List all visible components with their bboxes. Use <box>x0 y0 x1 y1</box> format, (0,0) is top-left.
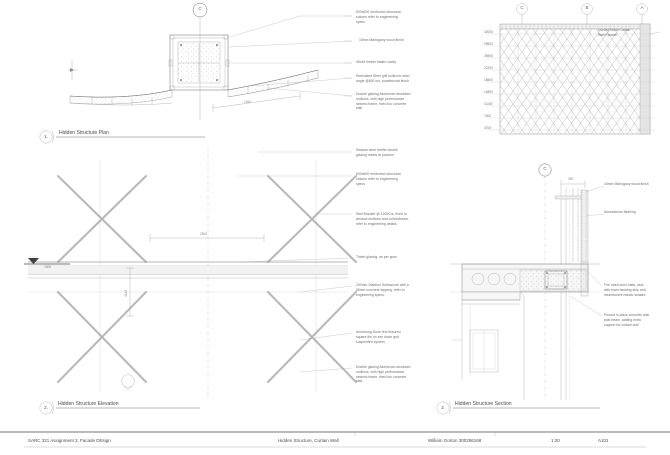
viewport-2-title: Hidden Structure Elevation <box>58 401 119 407</box>
viewport-2-number: 2. <box>44 405 48 410</box>
elev-note-sealant: Sealant were thefhe double glazing meets… <box>356 148 398 157</box>
grid-bubble-c-facade: C <box>520 5 524 10</box>
elev-note-tinted-glazing: Tinted glazing, as per spec <box>356 255 397 259</box>
elevation-dimension-4140: 4140 <box>124 289 128 297</box>
elev-note-ceiling-tile: Armstrong Dune fine fissured square tile… <box>356 330 401 344</box>
plan-note-batten: 45x45 timber batten cavity <box>356 60 397 64</box>
titleblock-drawing-title: Hidden Structure, Curtain Wall <box>278 438 339 443</box>
elevation-dimension-2500: 2500 <box>200 232 208 236</box>
elev-note-column: 600x600 reinforced structural column ref… <box>356 172 401 186</box>
section-dimension-250: 250 <box>568 177 574 181</box>
plan-detail-geometry <box>39 2 353 144</box>
viewport-1-number: 1. <box>44 134 48 139</box>
plan-note-column: 600x600 reinforced structural column ref… <box>356 10 401 24</box>
viewport-3-title: Hidden Structure Section <box>455 401 512 407</box>
level-3700: 3700 <box>484 126 492 130</box>
section-note-fire-batts: Fire rated wool batts, seal with foam ba… <box>604 283 646 297</box>
elev-note-double-glazing: Double glazing Aluminium anodised mullio… <box>356 365 411 384</box>
level-25900: 25900 <box>484 54 493 58</box>
grid-bubble-a-facade: A <box>640 5 644 10</box>
titleblock-scale: 1:20 <box>551 438 560 443</box>
structure-section-geometry <box>436 163 605 415</box>
level-29600: 29600 <box>484 42 493 46</box>
section-note-concrete-slab: Poured in place concrete slab past beam,… <box>604 313 650 327</box>
level-22200: 22200 <box>484 66 493 70</box>
plan-note-double-glazing: Double glazing Aluminium anodised mullio… <box>356 92 411 111</box>
titleblock-author: William Gorton 300286168 <box>428 438 482 443</box>
plan-note-steel-grill: Perforated Steel grill bolted to steel a… <box>356 74 410 83</box>
section-note-flashing: Aluminimum flashing <box>604 210 636 214</box>
structure-elevation-geometry <box>24 148 358 415</box>
section-note-mahogany: 15mm Mahogany wood finish <box>604 182 649 186</box>
elev-note-steel-bracket: Stell Bracket @ 1200Crs, fixed to window… <box>356 212 410 226</box>
level-11100: 11100 <box>484 102 493 106</box>
title-block-rules <box>0 431 670 448</box>
titleblock-project: SARC 321 Assignment 3, Facade DEsign <box>28 438 111 443</box>
elevation-level-marker-7400: 7400 <box>44 265 52 269</box>
level-14800: 14800 <box>484 90 493 94</box>
viewport-1-title: Hidden Structure Plan <box>59 130 109 136</box>
level-32000: 32000 <box>484 30 493 34</box>
viewport-3-number: 3. <box>441 405 445 410</box>
facade-elevation-geometry <box>486 3 661 135</box>
grid-bubble-c-plan: C <box>198 6 202 11</box>
level-7400: 7400 <box>484 114 492 118</box>
elev-note-hollowcore: 200mm Stahlton Hollowcore with a 65mm co… <box>356 283 409 297</box>
plan-dimension-1260: 1260 <box>244 100 252 104</box>
grid-bubble-c-section: C <box>543 166 547 171</box>
grid-bubble-b-facade: B <box>585 5 589 10</box>
level-18500: 18500 <box>484 78 493 82</box>
plan-note-mahogany: 15mm Mahogany wood finish <box>359 38 404 42</box>
facade-caption: Curved North Curtain Wall Facade <box>598 28 631 37</box>
titleblock-sheet-number: A101 <box>598 438 609 443</box>
